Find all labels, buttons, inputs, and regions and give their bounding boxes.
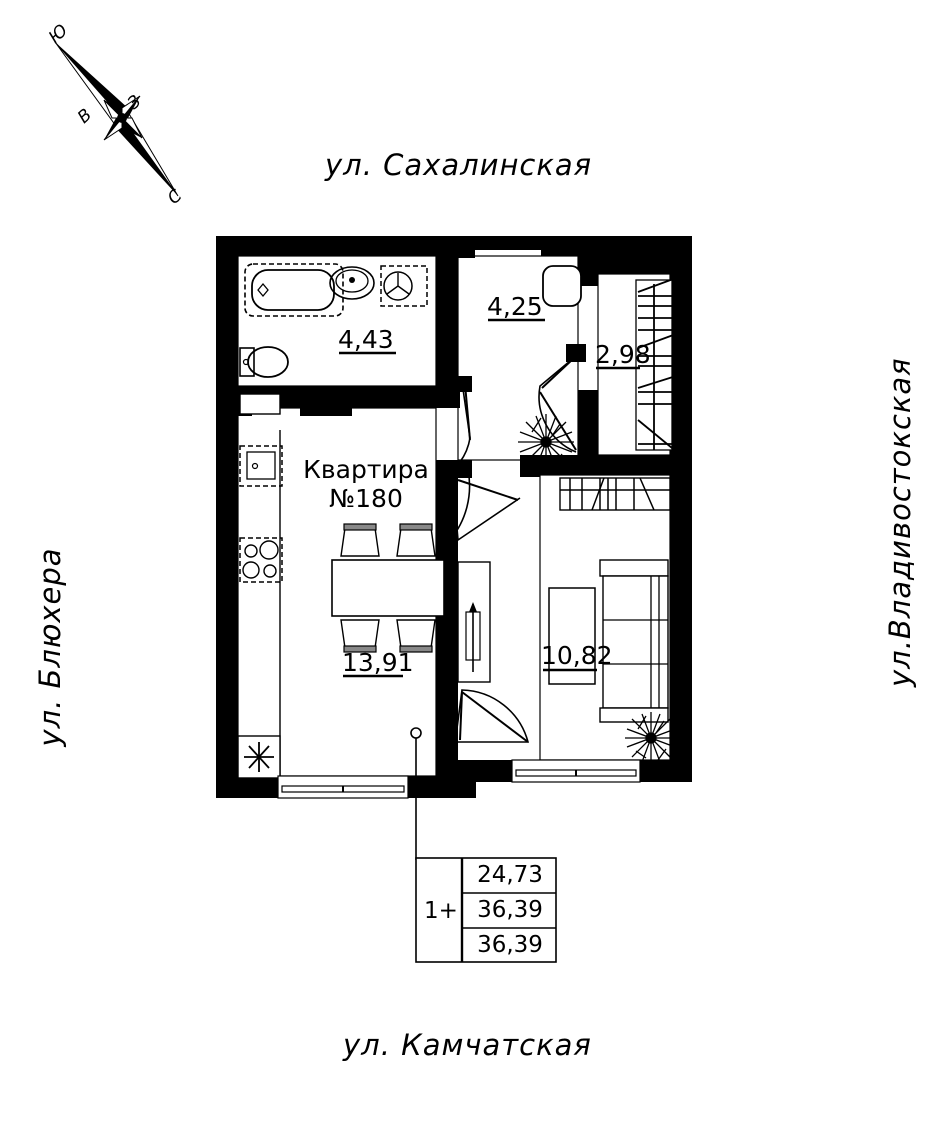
area-hallway: 4,25 <box>487 292 543 321</box>
area-underlines <box>339 318 640 678</box>
compass-needle <box>54 41 179 197</box>
leader-line <box>410 727 422 860</box>
area-wardrobe: 2,98 <box>595 340 651 369</box>
bathroom-fixtures <box>239 263 428 415</box>
area-kitchen-living: 13,91 <box>342 648 414 677</box>
summary-row-1: 24,73 <box>477 862 543 888</box>
street-label-right: ул.Владивостокская <box>883 357 917 687</box>
plant-hallway <box>518 414 574 470</box>
street-label-left: ул. Блюхера <box>33 547 67 747</box>
apartment-title-line2: №180 <box>329 484 403 513</box>
kitchen-units <box>237 430 283 779</box>
street-label-top: ул. Сахалинская <box>325 148 593 182</box>
plant-living <box>625 712 677 764</box>
summary-rooms-label: 1+ <box>424 898 458 924</box>
living-room-furniture <box>548 477 671 723</box>
slim-cabinet <box>457 561 491 683</box>
area-living-room: 10,82 <box>541 641 613 670</box>
apartment-title-line1: Квартира <box>303 455 429 484</box>
summary-table <box>415 857 557 963</box>
door-swings <box>448 355 577 743</box>
area-bathroom: 4,43 <box>338 325 394 354</box>
summary-row-2: 36,39 <box>477 897 543 923</box>
hall-cabinet <box>542 265 582 307</box>
dining-set <box>331 523 445 653</box>
street-label-bottom: ул. Камчатская <box>343 1028 592 1062</box>
door-leaves <box>445 357 577 743</box>
summary-row-3: 36,39 <box>477 932 543 958</box>
windows <box>277 759 641 799</box>
wardrobe-rack <box>635 277 677 451</box>
